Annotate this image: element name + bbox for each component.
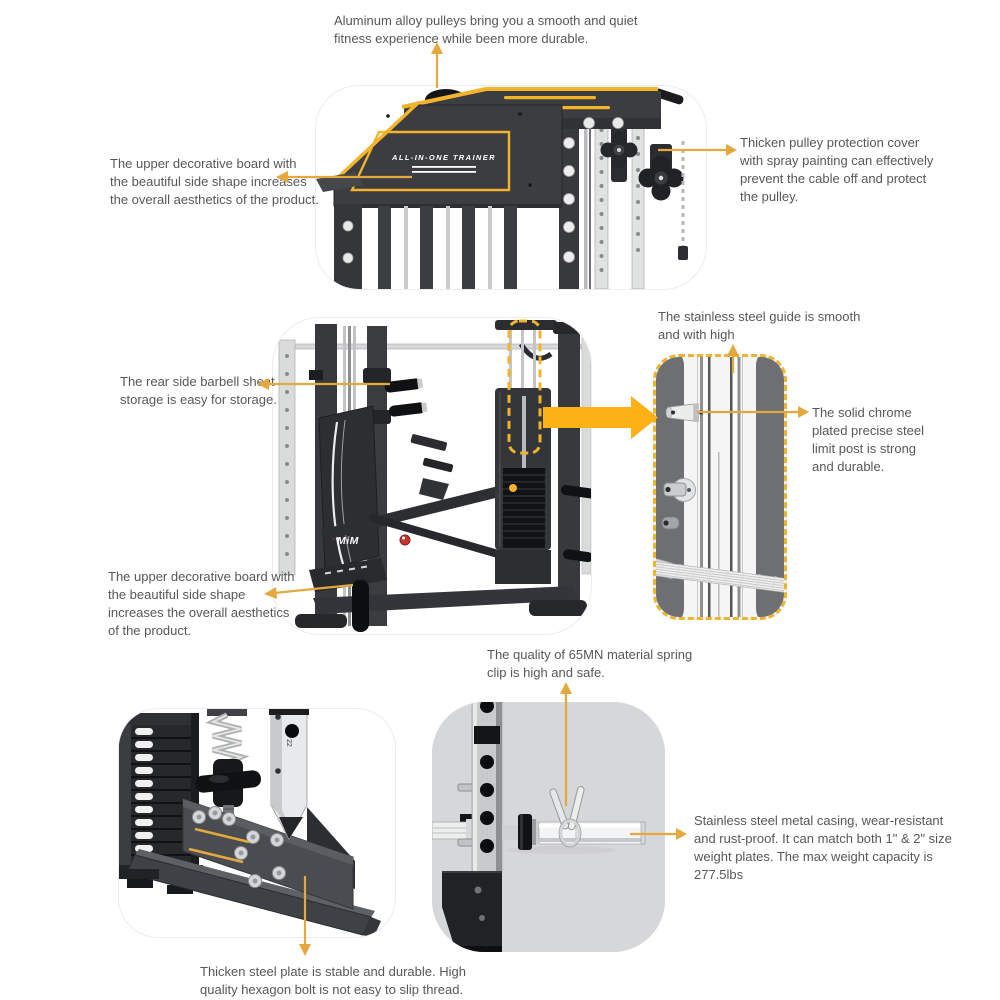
callout-spring-clip: The quality of 65MN material spring clip…: [487, 646, 692, 682]
callout-pulley-cover: Thicken pulley protection cover with spr…: [740, 134, 933, 206]
panel-base-closeup: 22: [118, 708, 396, 938]
callout-line: Thicken steel plate is stable and durabl…: [200, 964, 466, 979]
callout-line: fitness experience while been more durab…: [334, 31, 589, 46]
callout-line: The upper decorative board with: [108, 569, 295, 584]
callout-line: Stainless steel metal casing, wear-resis…: [694, 813, 944, 828]
hexagon-bolts: [192, 806, 286, 888]
rear-decorative-board: MiM: [318, 405, 380, 571]
callout-line: the pulley.: [740, 189, 799, 204]
callout-weight-sleeve: Stainless steel metal casing, wear-resis…: [694, 812, 952, 884]
upright-post: [432, 702, 503, 873]
red-logo-detail: [399, 534, 411, 546]
base-closeup-illustration: 22: [119, 709, 381, 937]
callout-line: quality hexagon bolt is not easy to slip…: [200, 982, 464, 997]
machine-rear-illustration: MiM: [278, 320, 591, 632]
callout-steel-plate: Thicken steel plate is stable and durabl…: [200, 963, 466, 999]
callout-line: Thicken pulley protection cover: [740, 135, 920, 150]
callout-line: the overall aesthetics of the product.: [110, 192, 319, 207]
brand-plate-label: ALL-IN-ONE TRAINER: [391, 153, 496, 162]
decorative-side-board: ALL-IN-ONE TRAINER: [328, 100, 563, 207]
callout-line: 277.5lbs: [694, 867, 744, 882]
base-frame: [295, 558, 587, 632]
lower-frame: [316, 172, 562, 289]
callout-line: increases the overall aesthetics: [108, 605, 290, 620]
guide-bracket: [661, 478, 696, 530]
sleeve-closeup-illustration: [432, 702, 665, 952]
panel-sleeve-closeup: [432, 702, 665, 952]
spring-clip-icon: [549, 786, 585, 848]
steel-cable: [656, 558, 784, 593]
callout-line: storage is easy for storage.: [120, 392, 277, 407]
chrome-guide-blade: 22: [269, 709, 309, 841]
callout-line: of the product.: [108, 623, 192, 638]
callout-line: the beautiful side shape increases: [110, 174, 307, 189]
callout-line: weight plates. The max weight capacity i…: [694, 849, 933, 864]
callout-line: The quality of 65MN material spring: [487, 647, 693, 662]
panel-machine-top: ALL-IN-ONE TRAINER: [315, 85, 707, 290]
steel-plate: [182, 798, 355, 910]
panel-machine-rear: MiM: [272, 317, 592, 635]
callout-line: prevent the cable off and protect: [740, 171, 927, 186]
selector-pin-icon: [509, 484, 517, 492]
callout-line: and rust-proof. It can match both 1" & 2…: [694, 831, 952, 846]
callout-upper-board-top: The upper decorative board with the beau…: [110, 155, 319, 209]
callout-line: The stainless steel guide is smooth: [658, 309, 861, 324]
machine-top-illustration: ALL-IN-ONE TRAINER: [316, 87, 688, 289]
callout-steel-guide: The stainless steel guide is smooth and …: [658, 308, 860, 344]
callout-limit-post: The solid chrome plated precise steel li…: [812, 404, 924, 476]
callout-line: limit post is strong: [812, 441, 917, 456]
guide-mark-label: 22: [285, 739, 292, 747]
panel-zoom-steel-guide: [653, 354, 787, 620]
callout-upper-board-mid: The upper decorative board with the beau…: [108, 568, 294, 640]
callout-line: The solid chrome: [812, 405, 912, 420]
callout-line: plated precise steel: [812, 423, 925, 438]
weight-stack-tower: [495, 320, 557, 584]
callout-pulleys: Aluminum alloy pulleys bring you a smoot…: [334, 12, 638, 48]
callout-line: and durable.: [812, 459, 885, 474]
callout-line: the beautiful side shape: [108, 587, 246, 602]
limit-post: [665, 403, 704, 422]
callout-line: Aluminum alloy pulleys bring you a smoot…: [334, 13, 638, 28]
guide-rods: [697, 357, 743, 617]
callout-barbell-storage: The rear side barbell sheet storage is e…: [120, 373, 277, 409]
center-frame: [321, 434, 519, 558]
storage-peg: [352, 580, 369, 632]
arrow-up-icon-pulleys: [431, 42, 443, 88]
callout-line: with spray painting can effectively: [740, 153, 934, 168]
callout-line: and with high: [658, 327, 735, 342]
brand-logo-label: MiM: [337, 535, 359, 547]
callout-line: clip is high and safe.: [487, 665, 605, 680]
barbell-storage-pegs: [384, 378, 428, 417]
guide-housing-right: [756, 357, 784, 617]
callout-line: The rear side barbell sheet: [120, 374, 275, 389]
lower-bracket: [442, 871, 502, 952]
right-upright: [553, 322, 591, 600]
steel-guide-zoom-illustration: [656, 357, 784, 617]
callout-line: The upper decorative board with: [110, 156, 297, 171]
bolt-pointer-lines: [188, 827, 250, 864]
